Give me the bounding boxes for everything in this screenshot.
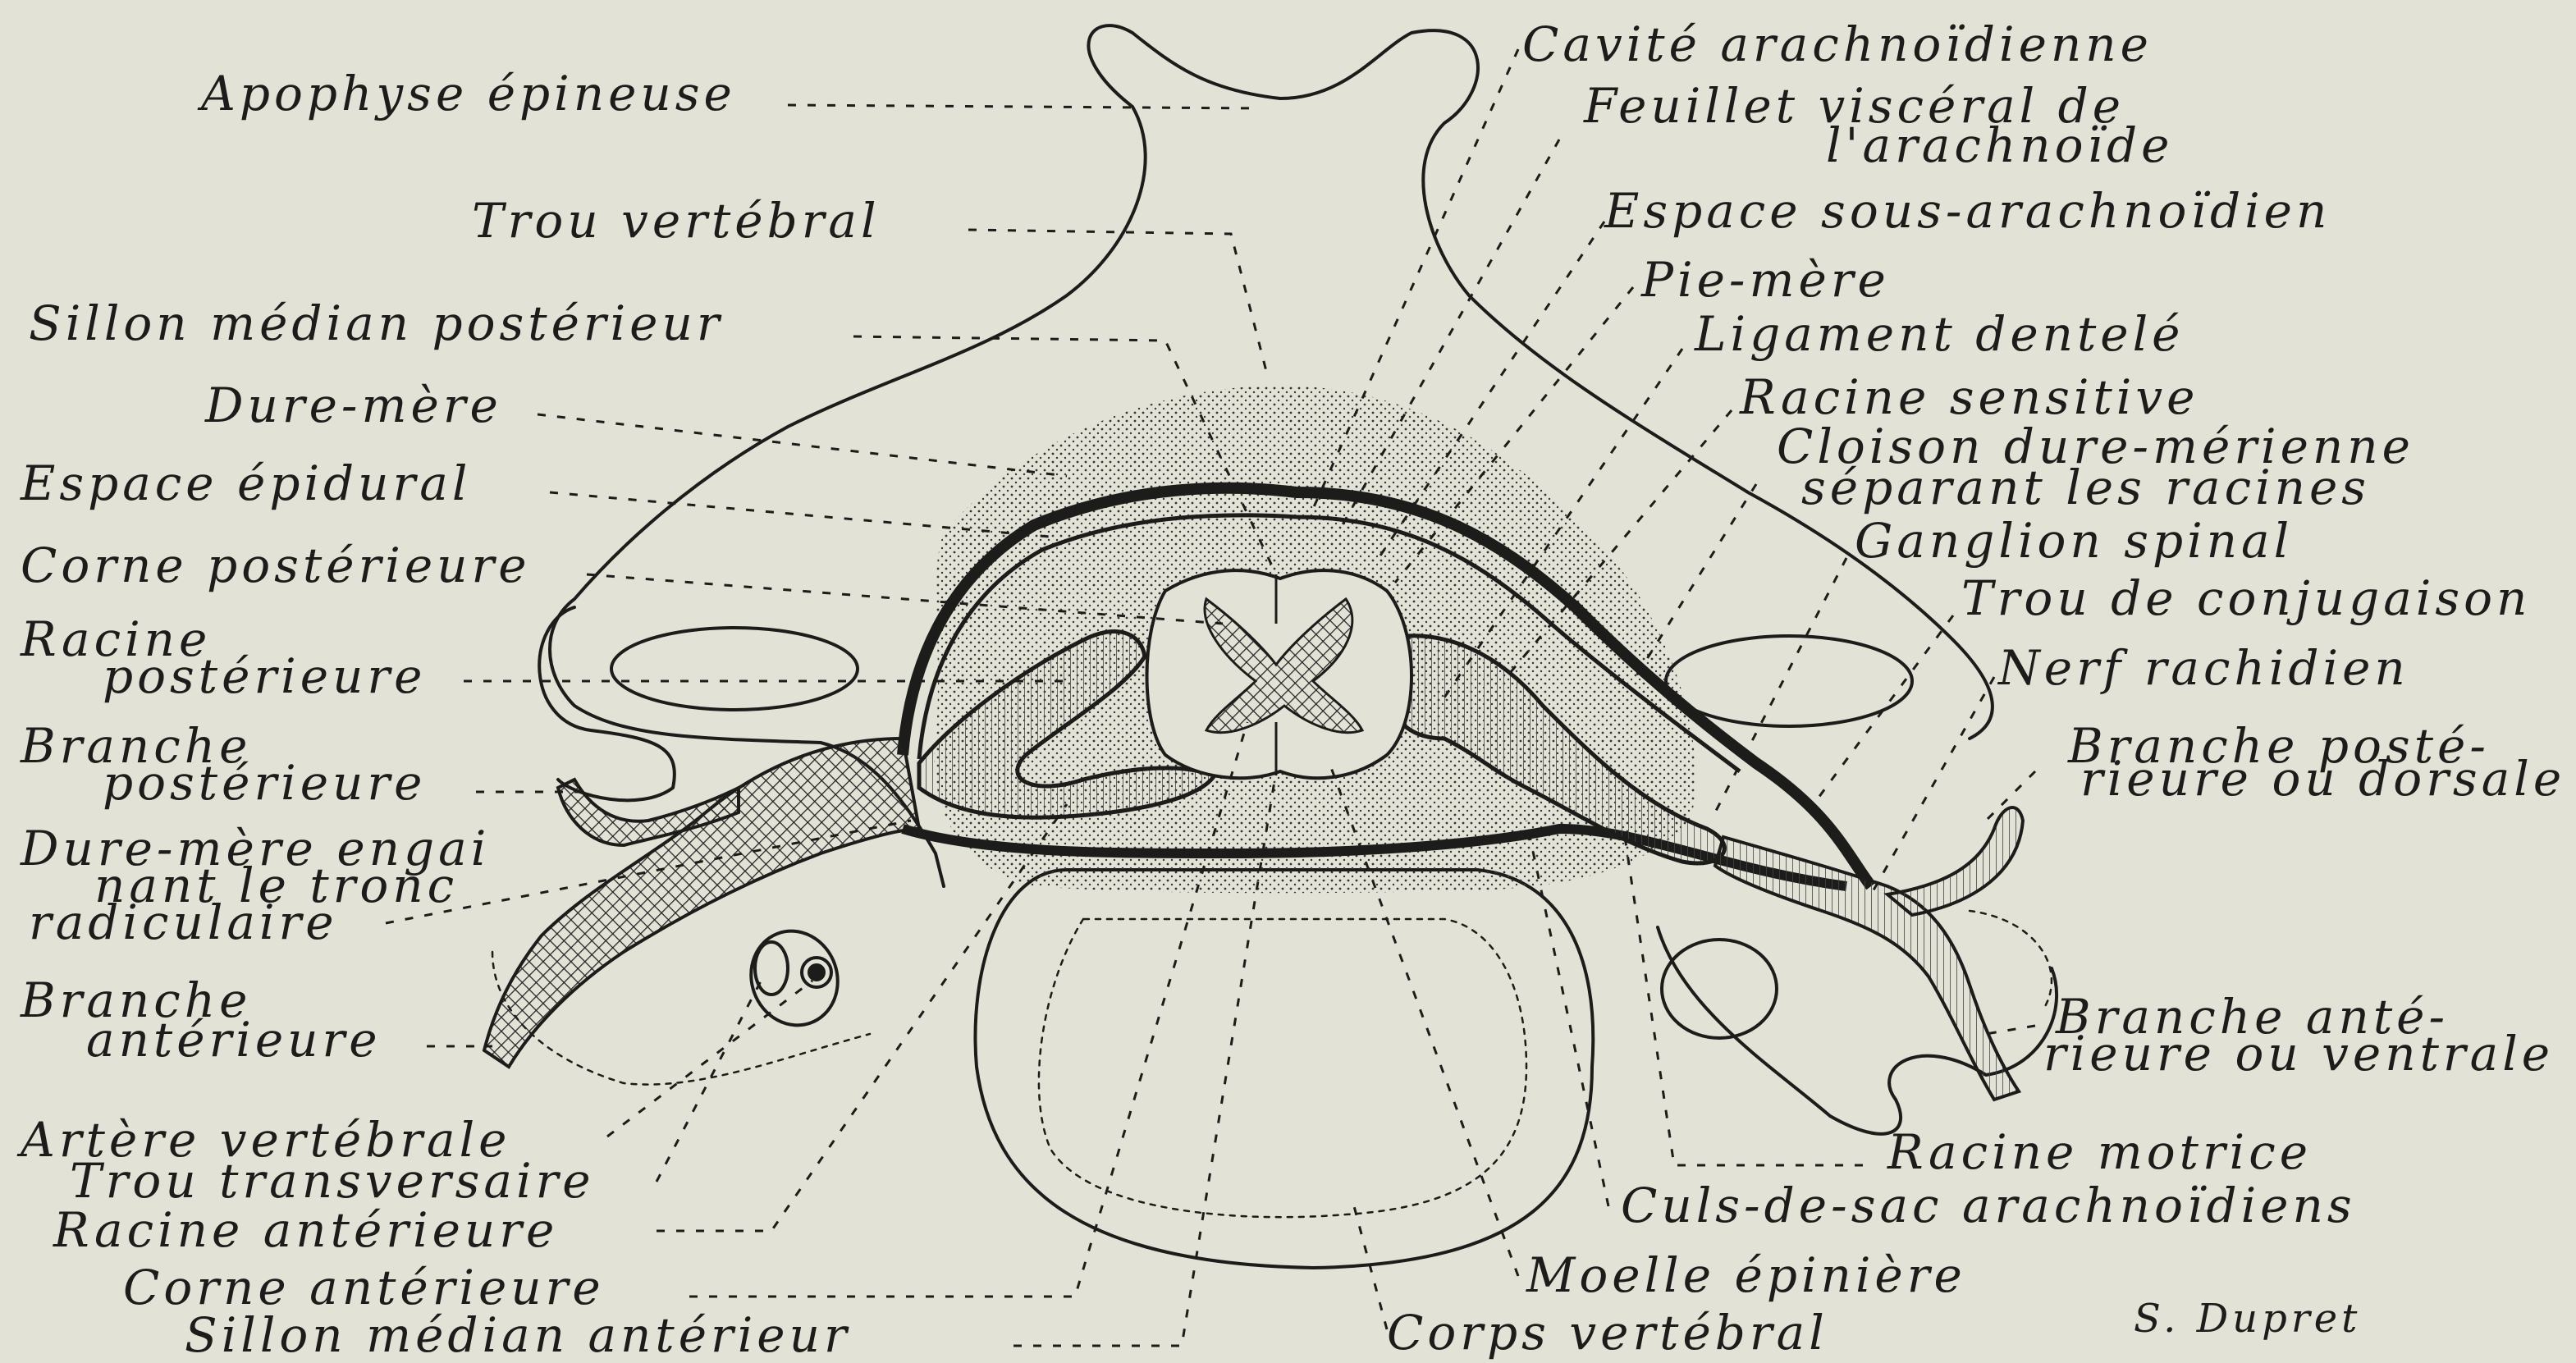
label-feuillet-2: l'arachnoïde [1826,121,2174,169]
label-racine-ant: Racine antérieure [53,1206,558,1254]
label-cavite: Cavité arachnoïdienne [1522,21,2153,68]
label-branche-vent-2: rieure ou ventrale [2043,1030,2554,1077]
label-nerf: Nerf rachidien [1998,644,2409,692]
leader-branche-vent [1986,1026,2035,1034]
left-nerve-trunk [484,739,919,1067]
right-transverse-contour [1970,911,2052,1009]
label-ligament: Ligament dentelé [1695,310,2185,358]
leader-dure-mere [538,414,1067,476]
trou-transversaire-ring [755,942,788,995]
right-posterior-branch [1887,807,2023,915]
leader-trou-vertebral [968,230,1268,377]
label-corps: Corps vertébral [1387,1309,1828,1356]
label-dure-engai-3: radiculaire [29,899,338,946]
label-dure-mere: Dure-mère [205,382,502,429]
label-branche-dors-2: rieure ou dorsale [2080,755,2565,803]
label-apophyse: Apophyse épineuse [201,70,736,117]
label-trou-transv: Trou transversaire [70,1157,595,1205]
label-pie-mere: Pie-mère [1641,256,1890,304]
right-transverse-outline [1658,927,2057,1134]
label-trou-conj: Trou de conjugaison [1961,574,2531,622]
label-racine-sens: Racine sensitive [1740,373,2199,421]
vertebral-body [975,870,1593,1268]
label-culs: Culs-de-sac arachnoïdiens [1621,1182,2356,1229]
leader-artere [607,981,812,1137]
label-corne-ant: Corne antérieure [123,1264,605,1311]
left-facet [611,628,858,710]
spinal-cord [1147,570,1412,778]
label-trou-vertebral: Trou vertébral [472,197,881,245]
label-sillon-ant: Sillon médian antérieur [185,1311,851,1359]
label-corne-post: Corne postérieure [21,542,531,589]
label-racine-post-2: postérieure [103,652,426,700]
label-ganglion: Ganglion spinal [1855,517,2293,565]
signature: S. Dupret [2134,1299,2361,1338]
right-facet [1666,636,1912,726]
leader-trou-transv [657,977,763,1182]
label-espace-epidural: Espace épidural [21,460,471,507]
label-moelle: Moelle épinière [1526,1251,1966,1299]
label-branche-post-2: postérieure [103,759,426,807]
leader-corps [1354,1206,1387,1329]
label-branche-ant-2: antérieure [86,1016,382,1063]
leader-apophyse [788,105,1260,108]
label-cloison-2: séparant les racines [1801,464,2370,511]
label-espace-sous: Espace sous-arachnoïdien [1604,187,2331,235]
label-racine-motrice: Racine motrice [1887,1128,2312,1176]
label-sillon-post: Sillon médian postérieur [29,300,724,347]
